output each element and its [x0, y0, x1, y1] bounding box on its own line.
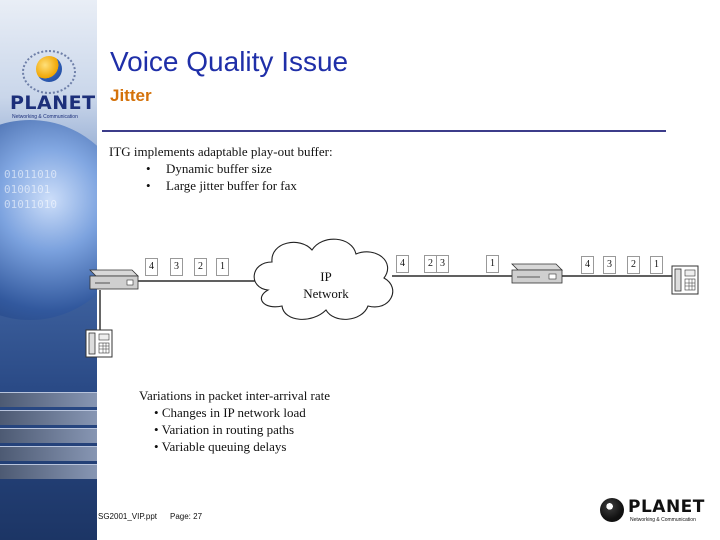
packet-label: 3: [170, 258, 183, 276]
phone-right-icon: [671, 265, 699, 295]
cloud-label-line: Network: [303, 286, 349, 301]
globe-image: [0, 120, 97, 320]
network-rack-image: [0, 446, 97, 461]
title-divider: [102, 130, 666, 132]
intro-bullet: •Dynamic buffer size: [146, 161, 272, 176]
planet-logo-top: PLANET Networking & Communication: [8, 50, 95, 122]
variation-item-text: Changes in IP network load: [161, 405, 306, 420]
slide-subtitle: Jitter: [110, 86, 152, 105]
planet-logo-bottom: PLANET Networking & Communication: [600, 497, 704, 527]
ip-network-cloud: [253, 238, 394, 320]
logo-globe-icon: [600, 498, 624, 522]
intro-text: ITG implements adaptable play-out buffer…: [109, 144, 333, 159]
intro-bullet: •Large jitter buffer for fax: [146, 178, 297, 193]
network-rack-image: [0, 428, 97, 443]
logo-wordmark: PLANET: [10, 92, 96, 114]
packet-label: 1: [486, 255, 499, 273]
gateway-right-icon: [511, 263, 563, 284]
variation-item: • Variation in routing paths: [154, 422, 295, 437]
variation-item: • Changes in IP network load: [154, 405, 306, 420]
packet-label: 3: [603, 256, 616, 274]
packet-label: 4: [145, 258, 158, 276]
logo-tagline: Networking & Communication: [12, 114, 78, 120]
variation-item-text: Variation in routing paths: [161, 422, 295, 437]
packet-label: 4: [581, 256, 594, 274]
network-rack-image: [0, 392, 97, 407]
gateway-left-icon: [89, 269, 139, 290]
intro-bullet-text: Large jitter buffer for fax: [166, 178, 297, 193]
logo-tagline: Networking & Communication: [630, 517, 696, 523]
network-rack-image: [0, 410, 97, 425]
binary-text: 01011010: [4, 198, 57, 211]
network-rack-image: [0, 464, 97, 479]
logo-ring: [22, 50, 76, 94]
phone-left-icon: [85, 329, 113, 358]
binary-text: 01011010: [4, 168, 57, 181]
variation-item-text: Variable queuing delays: [161, 439, 287, 454]
packet-label: 1: [216, 258, 229, 276]
intro-bullet-text: Dynamic buffer size: [166, 161, 272, 176]
cloud-label: IP Network: [296, 268, 356, 302]
packet-label: 2: [194, 258, 207, 276]
packet-label: 2: [424, 255, 437, 273]
logo-wordmark: PLANET: [628, 497, 705, 517]
binary-text: 0100101: [4, 183, 51, 196]
packet-label: 3: [436, 255, 449, 273]
footer-page-number: Page: 27: [170, 512, 203, 521]
packet-label: 4: [396, 255, 409, 273]
cloud-label-line: IP: [320, 269, 332, 284]
packet-label: 2: [627, 256, 640, 274]
slide-title: Voice Quality Issue: [110, 46, 349, 77]
footer-filename: SG2001_VIP.ppt: [98, 512, 158, 521]
logo-globe-icon: [36, 56, 62, 82]
variation-item: • Variable queuing delays: [154, 439, 287, 454]
packet-label: 1: [650, 256, 663, 274]
variations-heading: Variations in packet inter-arrival rate: [139, 388, 331, 403]
